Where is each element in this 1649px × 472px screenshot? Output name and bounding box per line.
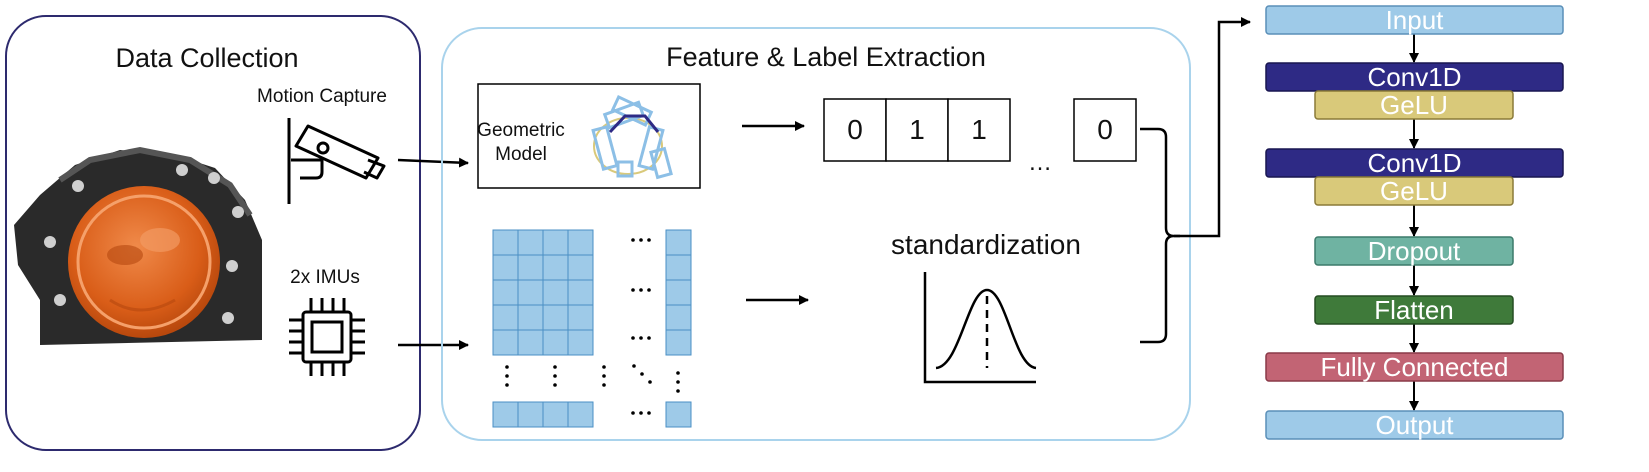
layer-conv1d-2-label: Conv1D <box>1368 148 1462 178</box>
layer-dropout-label: Dropout <box>1368 236 1461 266</box>
matrix-cell <box>542 229 569 256</box>
layer-input-box <box>1265 5 1564 35</box>
layer-output-box <box>1265 410 1564 440</box>
matrix-cell <box>517 304 544 331</box>
feature-extraction-title: Feature & Label Extraction <box>666 42 986 72</box>
matrix-cell <box>517 229 544 256</box>
matrix-cell <box>567 254 594 281</box>
label-cell-4 <box>1073 98 1137 162</box>
network-stack: InputConv1DGeLUConv1DGeLUDropoutFlattenF… <box>1265 5 1564 440</box>
matrix-cell <box>517 279 544 306</box>
label-cell-3 <box>947 98 1011 162</box>
matrix-last-row-cell <box>492 401 519 428</box>
matrix-cell <box>492 304 519 331</box>
matrix-ellipsis-marks <box>505 238 680 415</box>
matrix-cell <box>517 254 544 281</box>
layer-flatten-label: Flatten <box>1374 295 1454 325</box>
label-cell-2-value: 1 <box>909 114 925 145</box>
matrix-last-column-cell <box>665 229 692 256</box>
layer-fully-connected-box <box>1265 352 1564 382</box>
layer-input-label: Input <box>1386 5 1445 35</box>
arrow-to-network <box>1174 17 1251 238</box>
layer-gelu-1-box <box>1314 90 1514 120</box>
layer-gelu-1-label: GeLU <box>1380 90 1448 120</box>
label-cell-4-value: 0 <box>1097 114 1113 145</box>
feature-extraction-panel <box>441 27 1191 441</box>
matrix-cell <box>517 329 544 356</box>
soft-robot-device-image <box>14 146 262 345</box>
layer-output-label: Output <box>1375 410 1454 440</box>
label-ellipsis: … <box>1028 149 1052 176</box>
gaussian-curve-icon <box>923 272 1037 384</box>
layer-conv1d-1-label: Conv1D <box>1368 62 1462 92</box>
label-cell-2 <box>885 98 949 162</box>
standardization-label: standardization <box>891 229 1081 260</box>
label-cell-3-value: 1 <box>971 114 987 145</box>
camera-icon <box>287 118 386 204</box>
matrix-cell <box>567 304 594 331</box>
geometric-model-label-line1: Geometric <box>477 120 565 141</box>
matrix-corner-cell <box>665 401 692 428</box>
imu-label: 2x IMUs <box>290 267 360 288</box>
matrix-last-column-cell <box>665 254 692 281</box>
feature-matrix <box>492 229 692 428</box>
data-collection-panel <box>5 15 421 451</box>
geometric-model-icon <box>591 95 673 180</box>
data-collection-title: Data Collection <box>115 43 298 73</box>
layer-fully-connected-label: Fully Connected <box>1321 352 1509 382</box>
matrix-cell <box>567 329 594 356</box>
geometric-model-label-line2: Model <box>495 144 547 165</box>
merge-bracket <box>1140 127 1180 344</box>
matrix-last-column-cell <box>665 304 692 331</box>
matrix-cell <box>567 279 594 306</box>
layer-gelu-2-box <box>1314 176 1514 206</box>
matrix-last-row-cell <box>542 401 569 428</box>
matrix-cell <box>492 254 519 281</box>
matrix-cell <box>542 254 569 281</box>
layer-dropout-box <box>1314 236 1514 266</box>
layer-gelu-2-label: GeLU <box>1380 176 1448 206</box>
matrix-last-column-cell <box>665 279 692 306</box>
matrix-last-column-cell <box>665 329 692 356</box>
matrix-cell <box>492 329 519 356</box>
layer-flatten-box <box>1314 295 1514 325</box>
matrix-cell <box>542 279 569 306</box>
matrix-cell <box>567 229 594 256</box>
matrix-cell <box>492 279 519 306</box>
label-cell-1 <box>823 98 887 162</box>
matrix-cell <box>492 229 519 256</box>
label-cell-1-value: 0 <box>847 114 863 145</box>
matrix-last-row-cell <box>567 401 594 428</box>
chip-icon <box>289 298 365 376</box>
matrix-last-row-cell <box>517 401 544 428</box>
motion-capture-label: Motion Capture <box>257 86 387 107</box>
arrow-camera-to-model <box>397 157 469 168</box>
matrix-cell <box>542 329 569 356</box>
matrix-cell <box>542 304 569 331</box>
